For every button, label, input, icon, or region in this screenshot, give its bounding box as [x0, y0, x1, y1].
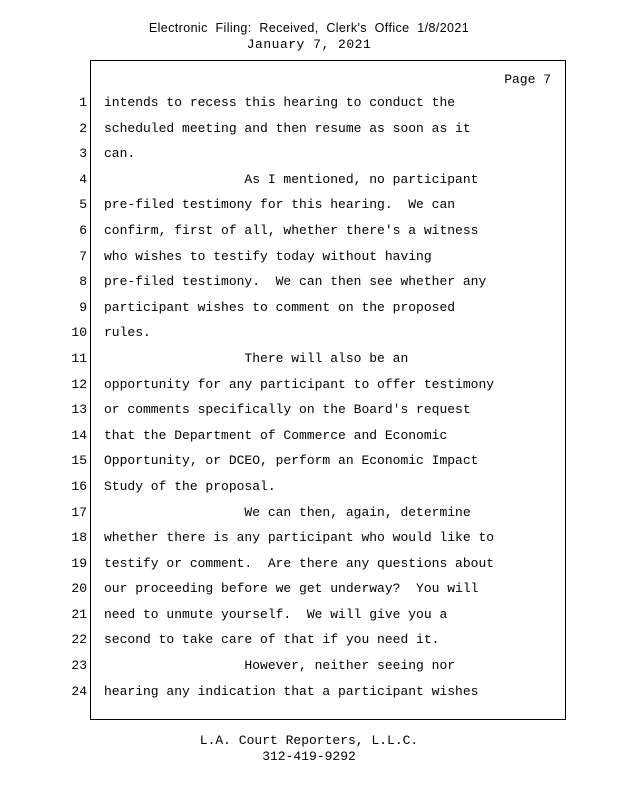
transcript-line: 20 our proceeding before we get underway…: [0, 576, 566, 602]
page-number-label: Page 7: [504, 72, 551, 87]
transcript-line: 15 Opportunity, or DCEO, perform an Econ…: [0, 448, 566, 474]
transcript-line: 2 scheduled meeting and then resume as s…: [0, 116, 566, 142]
reporter-phone: 312-419-9292: [262, 749, 356, 764]
line-number: 19: [71, 555, 87, 571]
transcript-line: 17 We can then, again, determine: [0, 500, 566, 526]
line-number: 18: [71, 530, 87, 546]
line-text: testify or comment. Are there any questi…: [104, 555, 495, 571]
line-text: rules.: [104, 325, 151, 341]
line-text: There will also be an: [104, 350, 409, 366]
line-text: We can then, again, determine: [104, 504, 471, 520]
transcript-line: 24 hearing any indication that a partici…: [0, 679, 566, 705]
line-text: who wishes to testify today without havi…: [104, 248, 432, 264]
line-number: 6: [79, 222, 87, 238]
transcript-line: 18 whether there is any participant who …: [0, 525, 566, 551]
line-number: 7: [79, 248, 87, 264]
line-number: 8: [79, 274, 87, 290]
line-text: opportunity for any participant to offer…: [104, 376, 495, 392]
line-text: hearing any indication that a participan…: [104, 683, 479, 699]
line-number: 14: [71, 427, 87, 443]
line-number: 12: [71, 376, 87, 392]
line-number: 10: [71, 325, 87, 341]
hearing-date: January 7, 2021: [246, 37, 372, 52]
line-number: 20: [71, 581, 87, 597]
transcript-line: 1 intends to recess this hearing to cond…: [0, 90, 566, 116]
line-number: 16: [71, 478, 87, 494]
line-text: that the Department of Commerce and Econ…: [104, 427, 448, 443]
line-number: 2: [79, 120, 87, 136]
line-number: 23: [71, 658, 87, 674]
transcript-line: 6 confirm, first of all, whether there's…: [0, 218, 566, 244]
line-text: confirm, first of all, whether there's a…: [104, 222, 479, 238]
transcript-line: 19 testify or comment. Are there any que…: [0, 551, 566, 577]
line-text: whether there is any participant who wou…: [104, 530, 495, 546]
transcript-line: 9 participant wishes to comment on the p…: [0, 295, 566, 321]
line-text: pre-filed testimony for this hearing. We…: [104, 197, 456, 213]
line-text: pre-filed testimony. We can then see whe…: [104, 274, 487, 290]
transcript-line: 14 that the Department of Commerce and E…: [0, 423, 566, 449]
transcript-line: 10 rules.: [0, 320, 566, 346]
line-number: 4: [79, 171, 87, 187]
transcript-line: 16 Study of the proposal.: [0, 474, 566, 500]
transcript-line: 4 As I mentioned, no participant: [0, 167, 566, 193]
line-text: scheduled meeting and then resume as soo…: [104, 120, 471, 136]
transcript-line: 23 However, neither seeing nor: [0, 653, 566, 679]
transcript-line: 8 pre-filed testimony. We can then see w…: [0, 269, 566, 295]
line-number: 9: [79, 299, 87, 315]
transcript-line: 11 There will also be an: [0, 346, 566, 372]
transcript-line: 13 or comments specifically on the Board…: [0, 397, 566, 423]
transcript-lines: 1 intends to recess this hearing to cond…: [0, 90, 566, 704]
line-number: 13: [71, 402, 87, 418]
line-number: 11: [71, 350, 87, 366]
line-number: 22: [71, 632, 87, 648]
line-text: or comments specifically on the Board's …: [104, 402, 471, 418]
line-text: intends to recess this hearing to conduc…: [104, 95, 456, 110]
line-text: second to take care of that if you need …: [104, 632, 440, 648]
line-number: 1: [79, 95, 87, 110]
line-number: 5: [79, 197, 87, 213]
line-number: 17: [71, 504, 87, 520]
line-text: Study of the proposal.: [104, 478, 276, 494]
transcript-line: 3 can.: [0, 141, 566, 167]
line-text: need to unmute yourself. We will give yo…: [104, 606, 448, 622]
line-text: However, neither seeing nor: [104, 658, 456, 674]
line-number: 3: [79, 146, 87, 162]
line-text: Opportunity, or DCEO, perform an Economi…: [104, 453, 479, 469]
transcript-line: 5 pre-filed testimony for this hearing. …: [0, 192, 566, 218]
line-number: 24: [71, 683, 87, 699]
transcript-line: 7 who wishes to testify today without ha…: [0, 244, 566, 270]
line-text: our proceeding before we get underway? Y…: [104, 581, 479, 597]
reporter-company: L.A. Court Reporters, L.L.C.: [199, 733, 419, 748]
transcript-box: Page 7: [90, 60, 566, 720]
line-text: As I mentioned, no participant: [104, 171, 479, 187]
line-number: 21: [71, 606, 87, 622]
line-text: can.: [104, 146, 136, 162]
line-text: participant wishes to comment on the pro…: [104, 299, 456, 315]
line-number: 15: [71, 453, 87, 469]
transcript-line: 22 second to take care of that if you ne…: [0, 627, 566, 653]
efiling-stamp: Electronic Filing: Received, Clerk's Off…: [148, 21, 470, 35]
transcript-line: 21 need to unmute yourself. We will give…: [0, 602, 566, 628]
transcript-line: 12 opportunity for any participant to of…: [0, 372, 566, 398]
